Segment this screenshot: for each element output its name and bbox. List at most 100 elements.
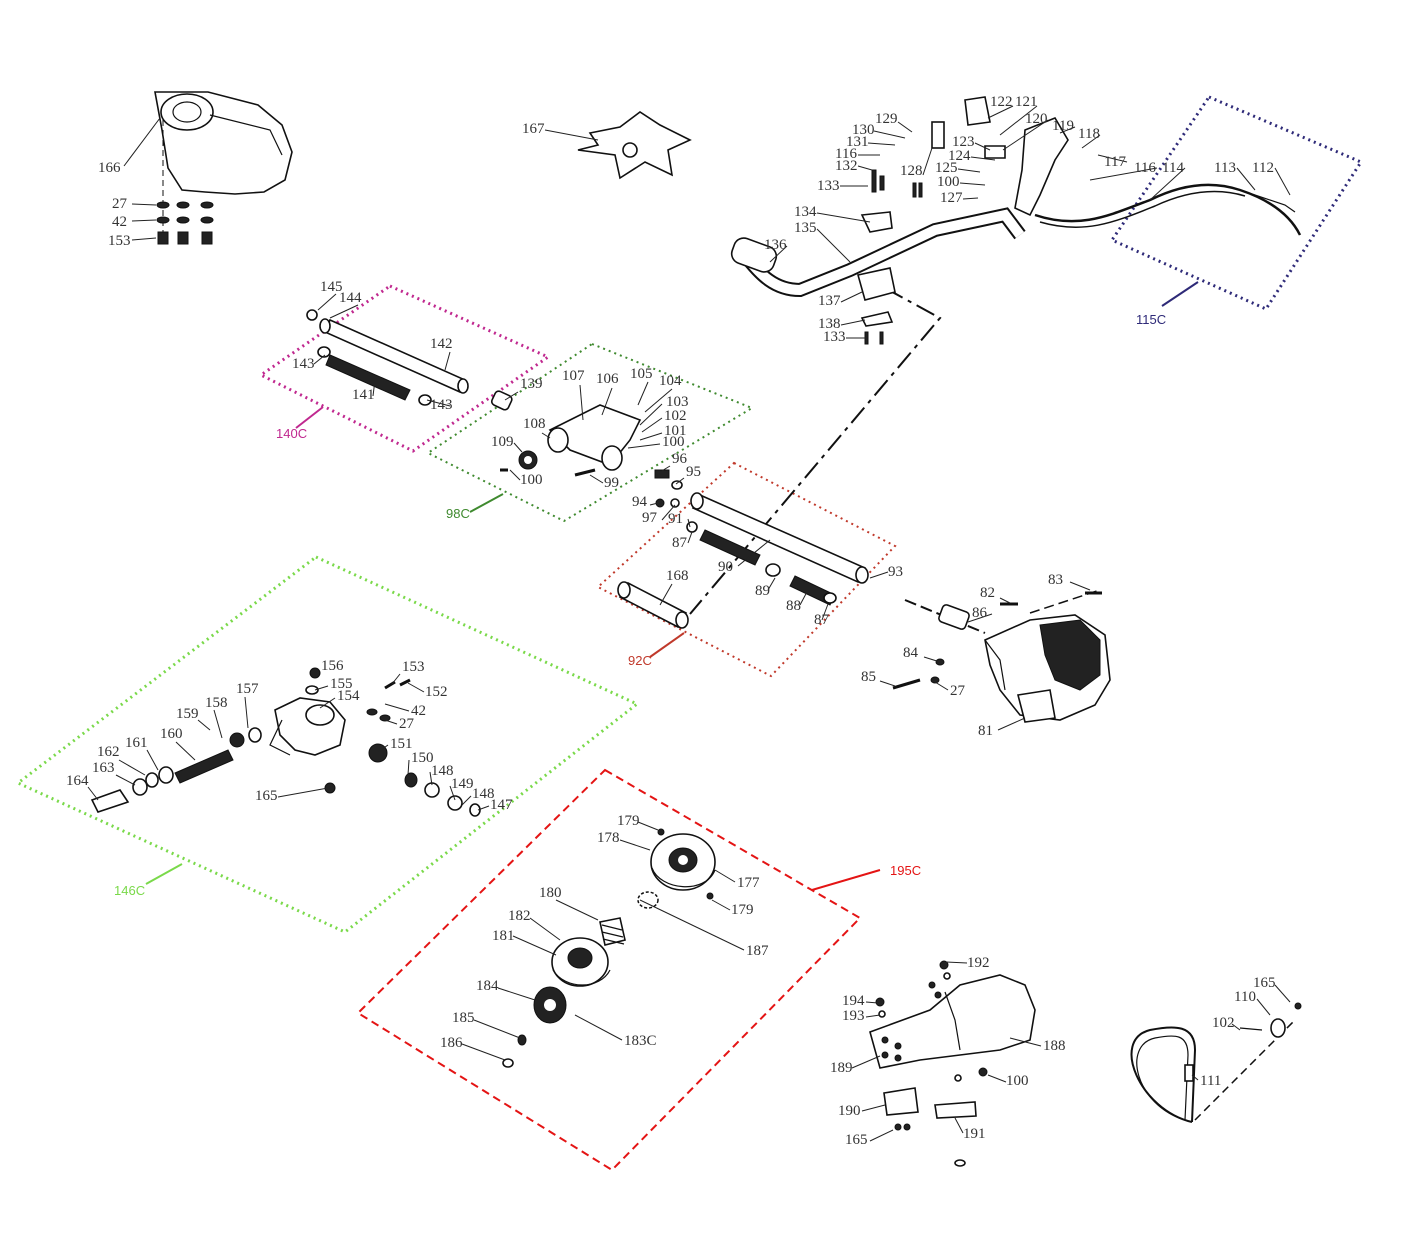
leader-line-130: [873, 130, 906, 139]
handlebar-assembly: [730, 96, 1302, 345]
leader-line-141: [372, 379, 376, 397]
leader-line-183C: [574, 1014, 623, 1041]
leader-line-165: [1274, 984, 1291, 1003]
leader-line-179: [637, 821, 659, 831]
part-label-116: 116: [1134, 160, 1156, 176]
part-label-152: 152: [425, 684, 448, 700]
leader-line-177: [714, 869, 736, 883]
part-label-155: 155: [330, 676, 353, 692]
part-label-179: 179: [731, 902, 754, 918]
leader-line-190: [861, 1104, 886, 1112]
leader-line-124: [970, 156, 996, 161]
leader-line-184: [497, 987, 536, 1001]
part-label-96: 96: [672, 451, 688, 467]
leader-line-144: [329, 304, 359, 319]
leader-line-125: [957, 168, 981, 173]
part-label-113: 113: [1214, 160, 1236, 176]
part-label-183C: 183C: [624, 1033, 657, 1049]
leader-195c: [811, 869, 881, 891]
leader-line-161: [146, 749, 159, 771]
leader-line-139: [504, 391, 519, 401]
part-label-87: 87: [672, 535, 688, 551]
harness-111: [1130, 1002, 1302, 1123]
leader-line-86: [967, 613, 993, 623]
leader-line-137: [840, 291, 863, 303]
leader-line-118: [1081, 134, 1101, 149]
part-label-106: 106: [596, 371, 619, 387]
part-label-177: 177: [737, 875, 760, 891]
part-label-100: 100: [1006, 1073, 1029, 1089]
part-label-120: 120: [1025, 111, 1048, 127]
part-label-94: 94: [632, 494, 648, 510]
drive-shaft-140c: [306, 309, 513, 411]
leader-line-111: [1191, 1074, 1199, 1081]
leader-lines: [87, 105, 1291, 1142]
part-label-157: 157: [236, 681, 259, 697]
part-label-165: 165: [845, 1132, 868, 1148]
leader-line-181: [512, 935, 557, 956]
group-label-140c: 140C: [276, 426, 307, 441]
part-label-168: 168: [666, 568, 689, 584]
part-label-162: 162: [97, 744, 120, 760]
part-label-153: 153: [402, 659, 425, 675]
leader-line-194: [865, 1001, 879, 1004]
part-label-148: 148: [472, 786, 495, 802]
part-label-131: 131: [846, 134, 869, 150]
part-label-158: 158: [205, 695, 228, 711]
part-label-117: 117: [1104, 154, 1126, 170]
leader-line-157: [244, 696, 249, 729]
part-label-160: 160: [160, 726, 183, 742]
part-label-108: 108: [523, 416, 546, 432]
part-label-150: 150: [411, 750, 434, 766]
leader-line-105: [637, 381, 649, 406]
leader-line-132: [857, 165, 873, 171]
part-label-125: 125: [935, 160, 958, 176]
leader-line-135: [816, 228, 851, 263]
part-label-101: 101: [664, 423, 687, 439]
leader-line-138: [840, 319, 866, 326]
leader-line-82: [999, 597, 1011, 604]
leader-line-152: [407, 682, 425, 693]
part-label-100: 100: [520, 472, 543, 488]
leader-line-142: [444, 351, 451, 371]
leader-line-104: [644, 388, 673, 413]
part-label-187: 187: [746, 943, 769, 959]
leader-line-136: [769, 245, 788, 263]
part-label-114: 114: [1162, 160, 1184, 176]
leader-line-93: [869, 571, 889, 579]
leader-line-100: [627, 443, 661, 449]
leader-line-27: [131, 203, 157, 206]
leader-line-100: [959, 182, 986, 186]
part-label-82: 82: [980, 585, 995, 601]
leader-line-187: [639, 899, 745, 951]
leader-line-131: [867, 142, 896, 146]
leader-line-168: [659, 583, 673, 606]
leader-line-162: [118, 759, 146, 776]
part-label-103: 103: [666, 394, 689, 410]
leader-line-114: [1149, 167, 1186, 201]
leader-line-180: [555, 899, 599, 921]
part-label-122: 122: [990, 94, 1013, 110]
clamp-98c: [500, 404, 642, 477]
leader-line-129: [897, 121, 913, 133]
part-label-144: 144: [339, 290, 362, 306]
leader-line-185: [473, 1019, 521, 1039]
leader-line-143: [313, 354, 326, 365]
part-label-87: 87: [814, 612, 830, 628]
part-label-153: 153: [108, 233, 131, 249]
assembly-centerline-shaft: [689, 287, 942, 615]
part-label-88: 88: [786, 598, 801, 614]
part-label-133: 133: [817, 178, 840, 194]
leader-line-91: [687, 518, 691, 528]
leader-line-101: [639, 432, 663, 441]
part-label-109: 109: [491, 434, 514, 450]
part-label-179: 179: [617, 813, 640, 829]
part-label-148: 148: [431, 763, 454, 779]
part-label-143: 143: [292, 356, 315, 372]
part-label-156: 156: [321, 658, 344, 674]
leader-line-148: [429, 771, 433, 786]
shaft-tube-92c: [617, 469, 869, 629]
part-label-27: 27: [950, 683, 966, 699]
